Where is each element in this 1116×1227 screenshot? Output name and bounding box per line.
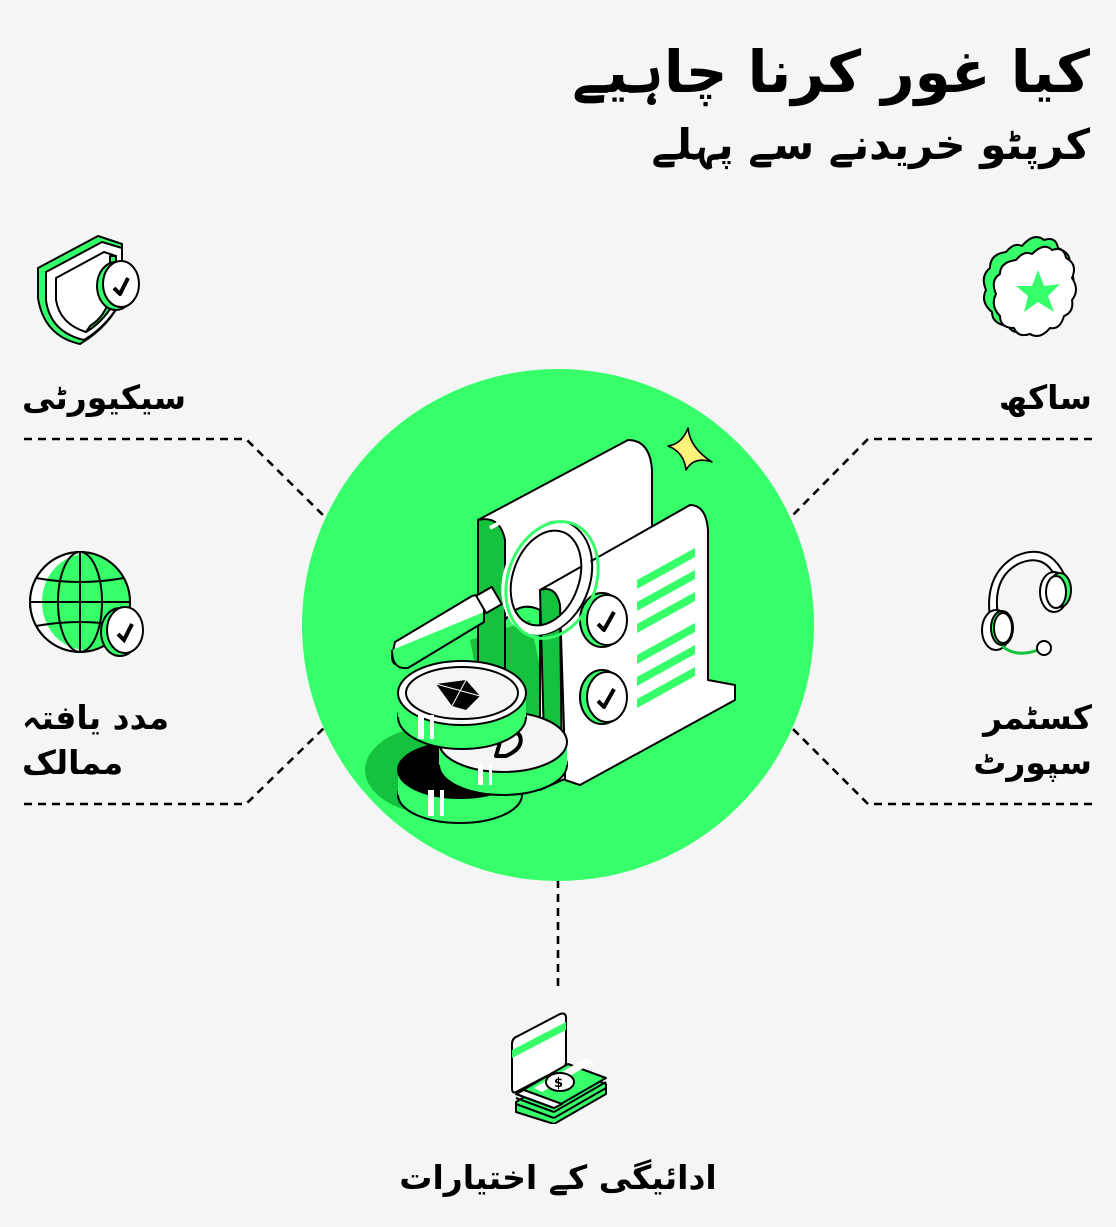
connector-security <box>24 437 327 519</box>
label-customer-support: کسٹمر سپورٹ <box>973 696 1092 785</box>
label-line1: مدد یافتہ <box>22 698 170 737</box>
label-payment-options: ادائیگی کے اختیارات <box>399 1158 717 1197</box>
star-badge-icon <box>978 232 1078 344</box>
card-cash-icon: $ <box>508 1010 610 1125</box>
page-subtitle: کرپٹو خریدنے سے پہلے <box>651 120 1091 169</box>
label-line1: کسٹمر <box>983 698 1092 737</box>
label-supported-countries: مدد یافتہ ممالک <box>22 696 169 785</box>
label-reputation: ساکھ <box>998 378 1092 417</box>
label-line2: ممالک <box>22 742 124 782</box>
page-title: کیا غور کرنا چاہیے <box>572 38 1091 106</box>
svg-text:$: $ <box>554 1076 563 1091</box>
connector-support <box>791 727 1092 806</box>
label-security: سیکیورٹی <box>22 378 187 417</box>
shield-check-icon <box>30 228 145 348</box>
connector-countries <box>24 727 325 806</box>
headset-icon <box>976 546 1076 662</box>
globe-check-icon <box>28 546 148 662</box>
connector-reputation <box>789 437 1092 519</box>
label-line2: سپورٹ <box>973 742 1092 782</box>
